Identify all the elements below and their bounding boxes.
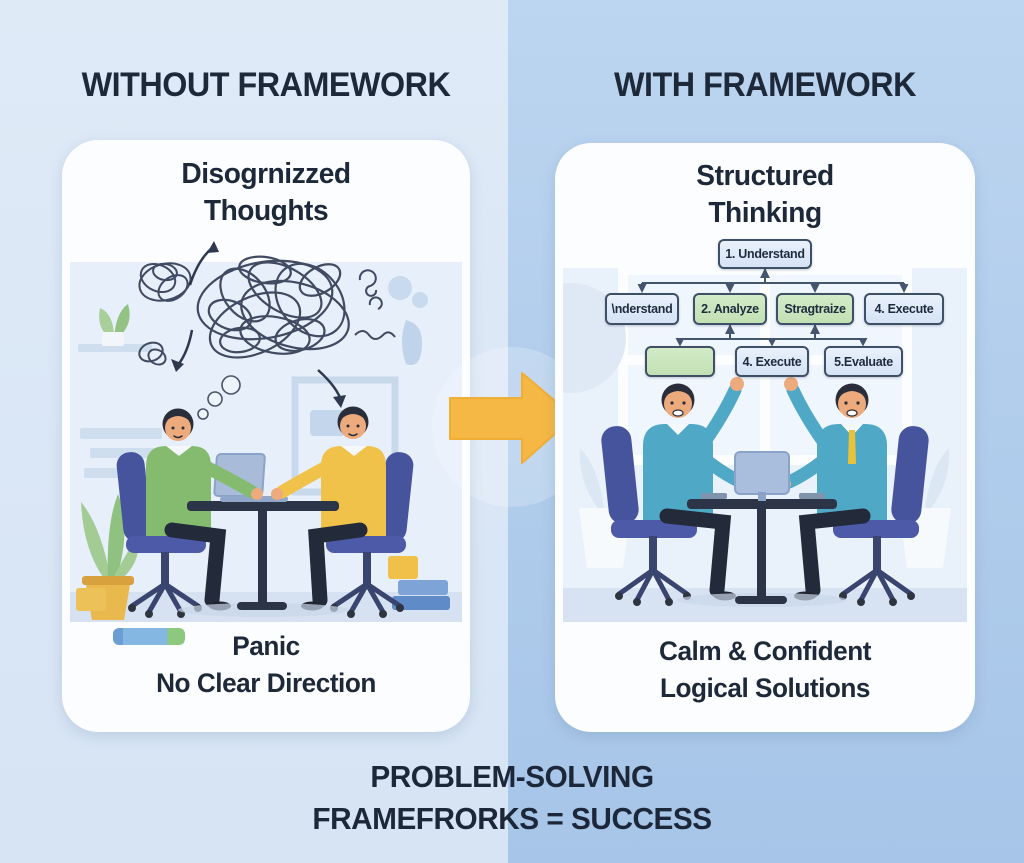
with-framework-heading: WITH FRAMEWORK	[614, 66, 916, 104]
left-wall-decor	[78, 276, 428, 496]
without-framework-card: Disogrnizzed Thoughts	[62, 140, 470, 732]
without-framework-heading: WITHOUT FRAMEWORK	[81, 66, 451, 104]
right-chair	[326, 452, 414, 618]
monitor-icon	[734, 451, 790, 501]
flow-step-understand-2: \nderstand	[605, 293, 679, 325]
footer-line2: FRAMEFRORKS = SUCCESS	[312, 801, 712, 836]
person-stressed-left	[146, 408, 231, 611]
arms	[193, 457, 339, 500]
left-card-title: Disogrnizzed Thoughts	[68, 156, 464, 230]
arrow-right-icon	[449, 372, 575, 464]
right-caption-line1: Calm & Confident	[659, 636, 871, 666]
table	[677, 493, 847, 607]
tangled-thoughts-illustration	[70, 241, 462, 622]
left-caption-line1: Panic	[232, 631, 300, 661]
flow-step-evaluate: 5.Evaluate	[824, 346, 903, 377]
left-chair	[116, 452, 206, 618]
stacked-boxes	[388, 556, 450, 610]
person-calm-left	[643, 377, 751, 601]
flow-step-execute-row2: 4. Execute	[864, 293, 944, 325]
right-card-title-line1: Structured	[696, 160, 834, 192]
footer-tagline: PROBLEM-SOLVING FRAMEFRORKS = SUCCESS	[20, 756, 1003, 840]
floor-plant	[76, 494, 139, 620]
scribble-cloud-icon	[196, 255, 350, 359]
right-chair	[833, 426, 929, 606]
right-caption-line2: Logical Solutions	[659, 673, 871, 703]
left-card-title-line1: Disogrnizzed	[181, 158, 351, 190]
right-card-title: Structured Thinking	[561, 158, 968, 232]
right-card-caption: Calm & Confident Logical Solutions	[561, 633, 968, 707]
left-card-caption: Panic No Clear Direction	[68, 628, 464, 702]
left-card-title-line2: Thoughts	[203, 195, 329, 227]
flow-step-understand-top: 1. Understand	[718, 239, 812, 269]
shelf-plant	[99, 304, 130, 346]
table	[178, 501, 348, 617]
flow-step-execute-row3: 4. Execute	[735, 346, 809, 377]
thought-bubbles	[197, 375, 241, 420]
scribble-small-icon	[138, 262, 396, 366]
footer-line1: PROBLEM-SOLVING	[370, 759, 654, 794]
with-framework-card: Structured Thinking	[555, 143, 975, 732]
right-card-title-line2: Thinking	[708, 197, 822, 229]
left-caption-line2: No Clear Direction	[156, 668, 376, 698]
scribble-arrows	[171, 241, 346, 408]
flow-step-strategize: Stragtraize	[776, 293, 854, 325]
flow-step-empty	[645, 346, 715, 377]
highlighter-marker-icon	[113, 628, 185, 645]
transition-arrow	[432, 347, 592, 507]
left-chair	[601, 426, 697, 606]
flow-step-analyze: 2. Analyze	[693, 293, 767, 325]
